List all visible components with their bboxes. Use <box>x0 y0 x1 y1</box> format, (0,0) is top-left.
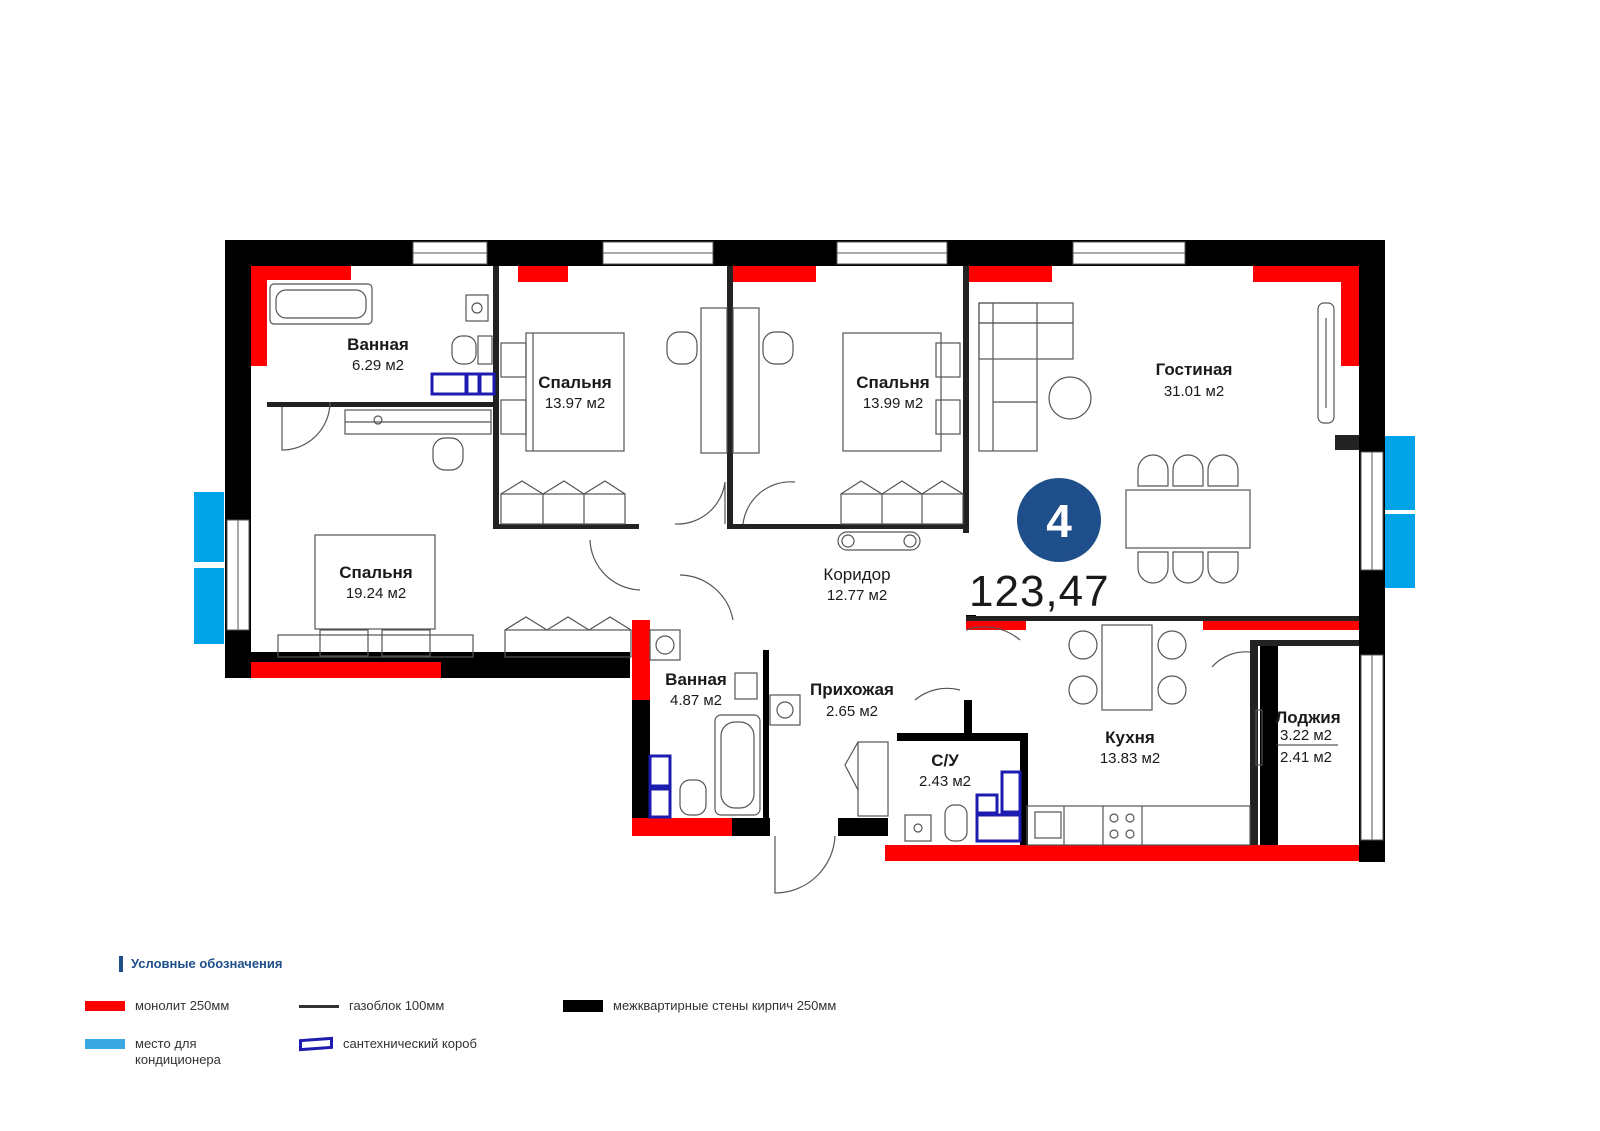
ac-place-east-2 <box>1385 514 1415 588</box>
room-area-bath-1: 6.29 м2 <box>352 357 404 374</box>
total-area: 123,47 <box>969 567 1110 616</box>
room-area-corridor: 12.77 м2 <box>827 587 887 604</box>
ac-place-west-2 <box>194 568 224 644</box>
room-name-loggia: Лоджия <box>1275 708 1340 727</box>
ac-place-east-1 <box>1385 436 1415 510</box>
room-area-wc: 2.43 м2 <box>919 773 971 790</box>
room-name-kitchen: Кухня <box>1105 728 1155 747</box>
ac-places <box>194 436 1415 644</box>
room-area-loggia-reduced: 2.41 м2 <box>1280 749 1332 766</box>
room-area-bath-2: 4.87 м2 <box>670 692 722 709</box>
room-area-bedroom-1: 13.97 м2 <box>545 395 605 412</box>
wc-north-wall <box>897 733 1027 741</box>
room-name-living: Гостиная <box>1156 360 1233 379</box>
room-area-kitchen: 13.83 м2 <box>1100 750 1160 767</box>
tv <box>1317 302 1335 424</box>
apartment-badge: 4 123,47 <box>969 478 1110 616</box>
room-name-corridor: Коридор <box>823 565 890 584</box>
room-name-bedroom-2: Спальня <box>856 373 929 392</box>
ac-place-west-1 <box>194 492 224 562</box>
room-name-bedroom-1: Спальня <box>538 373 611 392</box>
partitions <box>267 266 1359 845</box>
rooms-count-badge <box>1017 478 1101 562</box>
room-name-bedroom-3: Спальня <box>339 563 412 582</box>
wc-door-jamb <box>964 700 972 740</box>
rooms-count: 4 <box>1046 495 1072 547</box>
kitchen-island <box>1101 624 1153 711</box>
room-name-wc: С/У <box>931 751 959 770</box>
bed-1 <box>525 332 625 452</box>
dining-table <box>1125 489 1251 549</box>
room-area-bedroom-2: 13.99 м2 <box>863 395 923 412</box>
plumbing-boxes <box>430 372 1022 843</box>
room-name-bath-1: Ванная <box>347 335 409 354</box>
coffee-table <box>1048 376 1092 420</box>
windows <box>226 241 1384 841</box>
bed-3 <box>314 534 436 630</box>
bathtub-1 <box>269 283 373 325</box>
room-name-bath-2: Ванная <box>665 670 727 689</box>
washing-machine <box>649 629 681 661</box>
loggia-west-wall <box>1260 645 1278 845</box>
monolith-walls <box>251 266 1359 861</box>
wc-east-wall <box>1020 733 1028 845</box>
furniture <box>269 283 1335 894</box>
room-area-living: 31.01 м2 <box>1164 383 1224 400</box>
kitchen-counter <box>1026 805 1251 846</box>
north-wall <box>225 240 1385 266</box>
room-name-hallway: Прихожая <box>810 680 894 699</box>
room-area-hallway: 2.65 м2 <box>826 703 878 720</box>
room-labels: Ванная 6.29 м2 Спальня 13.97 м2 Спальня … <box>339 335 1340 790</box>
entry-south-wall <box>838 818 888 836</box>
bathtub-2 <box>714 714 761 816</box>
room-area-loggia: 3.22 м2 <box>1280 727 1332 744</box>
bed-2 <box>842 332 942 452</box>
bath2-east-wall <box>763 650 769 836</box>
room-area-bedroom-3: 19.24 м2 <box>346 585 406 602</box>
